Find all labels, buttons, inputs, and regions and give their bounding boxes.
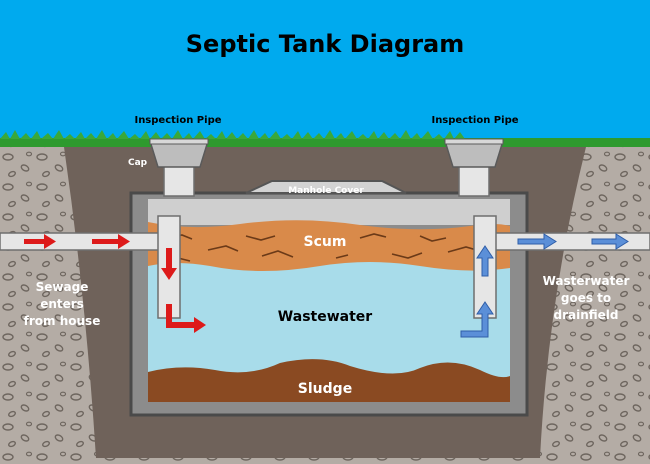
- arrow-right-icon: [92, 234, 130, 249]
- inspection-pipe-left-label: Inspection Pipe: [134, 115, 221, 126]
- inspection-pipe-left: [148, 138, 210, 197]
- inspection-pipe-right: [443, 138, 505, 197]
- diagram-title: Septic Tank Diagram: [186, 30, 464, 58]
- manhole-cover-label: Manhole Cover: [288, 186, 364, 196]
- scum-layer: [148, 220, 510, 271]
- arrow-right-icon: [591, 233, 629, 250]
- scum-label: Scum: [304, 234, 347, 250]
- inlet-caption-line: Sewage: [36, 280, 89, 294]
- cap-shape: [148, 140, 210, 168]
- arrow-right-icon: [517, 233, 557, 250]
- wastewater-label: Wastewater: [278, 309, 372, 325]
- inlet-caption-line: from house: [24, 314, 101, 328]
- arrow-right-icon: [24, 234, 56, 249]
- outlet-pipe: [473, 215, 650, 319]
- outlet-flow-arrows: [460, 233, 629, 338]
- outlet-caption: Wasterwater goes to drainfield: [543, 274, 630, 322]
- sludge-label: Sludge: [298, 381, 352, 397]
- sludge-layer: [148, 359, 510, 402]
- inlet-flow-arrows: [24, 234, 206, 333]
- cap-label: Cap: [128, 158, 148, 168]
- outlet-caption-line: Wasterwater: [543, 274, 630, 288]
- inspection-pipe-right-label: Inspection Pipe: [431, 115, 518, 126]
- sky: [0, 0, 650, 150]
- arrow-bend-up-icon: [460, 301, 494, 338]
- grass: [0, 130, 650, 147]
- inlet-caption-line: enters: [40, 297, 84, 311]
- arrow-bend-right-icon: [166, 304, 206, 333]
- outlet-caption-line: goes to: [561, 291, 611, 305]
- outlet-caption-line: drainfield: [554, 308, 619, 322]
- inlet-caption: Sewage enters from house: [24, 280, 101, 328]
- arrow-up-icon: [476, 245, 494, 277]
- manhole-cover: [245, 180, 407, 194]
- arrow-down-icon: [161, 248, 177, 280]
